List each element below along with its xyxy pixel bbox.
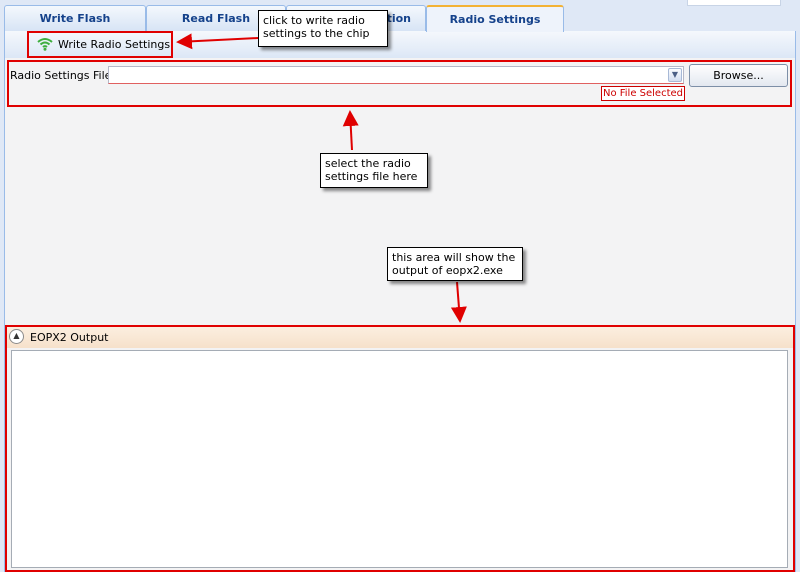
callout-output: this area will show the output of eopx2.… [387, 247, 523, 281]
output-textarea[interactable] [11, 350, 788, 568]
output-title: EOPX2 Output [30, 331, 109, 344]
output-header[interactable] [4, 326, 796, 348]
highlight-write-button [27, 31, 173, 58]
chevron-down-icon[interactable]: ▼ [668, 68, 682, 82]
callout-file: select the radio settings file here [320, 153, 428, 188]
radio-settings-file-label: Radio Settings File: [10, 69, 116, 82]
radio-settings-panel [4, 58, 796, 326]
tab-write-flash[interactable]: Write Flash [4, 5, 146, 31]
callout-write: click to write radio settings to the chi… [258, 10, 388, 47]
highlight-file-row [7, 60, 792, 107]
write-radio-settings-button[interactable]: Write Radio Settings [31, 34, 171, 54]
write-radio-settings-label: Write Radio Settings [58, 37, 171, 51]
wifi-signal-icon [37, 37, 53, 51]
validation-message: No File Selected [601, 86, 685, 101]
browse-button[interactable]: Browse... [689, 64, 788, 87]
collapse-up-icon[interactable]: ▲ [9, 329, 24, 344]
radio-settings-file-combo[interactable]: ▼ [108, 66, 684, 84]
tab-radio-settings[interactable]: Radio Settings [426, 5, 564, 32]
enocean-logo [687, 0, 781, 6]
highlight-output-area [5, 325, 795, 572]
toolbar [4, 31, 796, 58]
